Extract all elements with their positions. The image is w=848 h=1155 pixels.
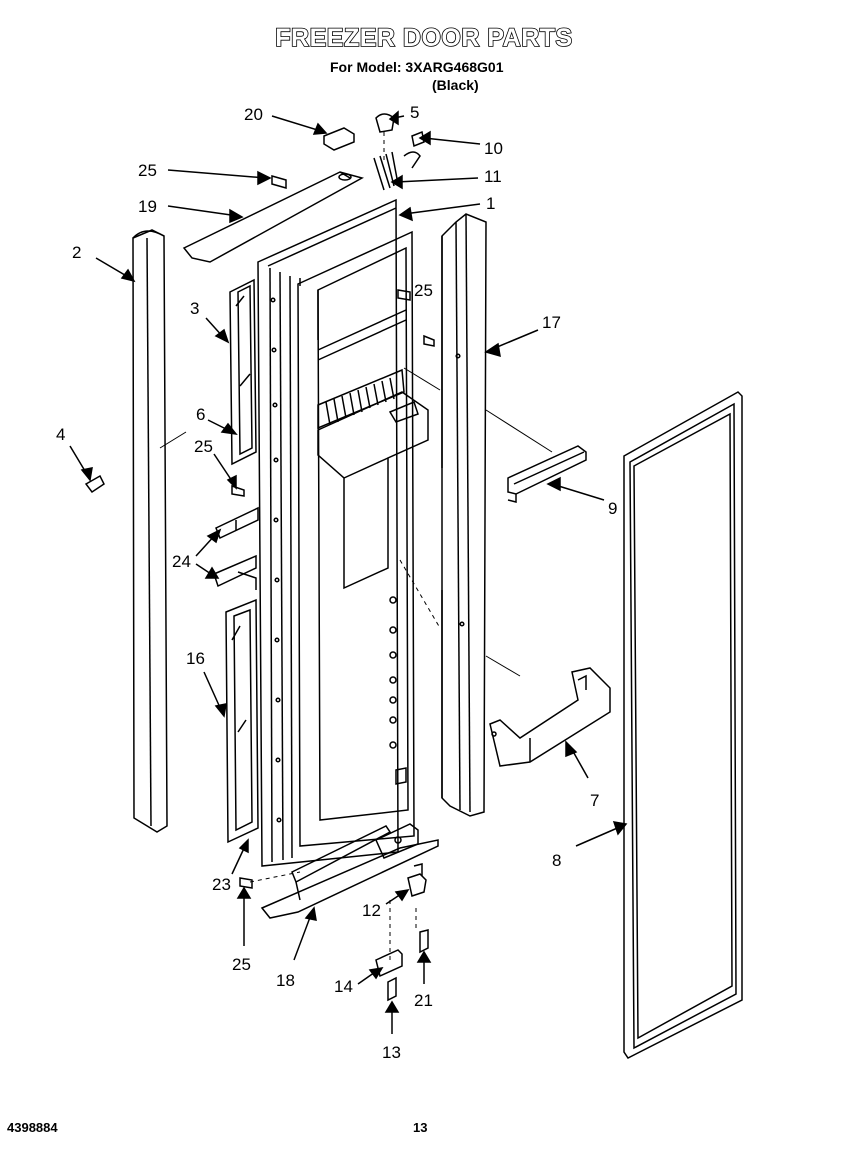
page-number: 13 (413, 1120, 428, 1135)
part-door-panel (257, 198, 429, 867)
callout-9: 9 (608, 499, 617, 518)
model-line: For Model: 3XARG468G01 (330, 59, 504, 75)
part-top-cap (182, 171, 364, 263)
callout-4: 4 (56, 425, 65, 444)
part-top-hardware (323, 113, 425, 191)
callout-12: 12 (362, 901, 381, 920)
callout-labels: 20 5 10 11 25 19 1 2 25 17 3 6 25 4 9 24… (56, 103, 617, 1062)
callout-21: 21 (414, 991, 433, 1010)
part-hinge-hardware (375, 863, 429, 1002)
callout-18: 18 (276, 971, 295, 990)
model-variant: (Black) (432, 77, 479, 93)
part-door-gasket (623, 391, 743, 1059)
callout-14: 14 (334, 977, 353, 996)
callout-1: 1 (486, 194, 495, 213)
callout-3: 3 (190, 299, 199, 318)
part-lower-glass (225, 598, 259, 844)
document-number: 4398884 (7, 1120, 58, 1135)
callout-10: 10 (484, 139, 503, 158)
callout-13: 13 (382, 1043, 401, 1062)
callout-25-bottom: 25 (232, 955, 251, 974)
alignment-lines (249, 132, 441, 960)
callout-17: 17 (542, 313, 561, 332)
callout-19: 19 (138, 197, 157, 216)
part-right-trim (441, 213, 487, 817)
part-left-trim (132, 229, 168, 833)
callout-6: 6 (196, 405, 205, 424)
explode-lines (159, 367, 553, 677)
leader-lines (69, 110, 628, 1034)
callout-24: 24 (172, 552, 191, 571)
callout-25-upper-right: 25 (414, 281, 433, 300)
part-upper-glass (229, 278, 257, 466)
callout-5: 5 (410, 103, 419, 122)
callout-11: 11 (484, 167, 502, 186)
page-title: FREEZER DOOR PARTS (274, 23, 573, 53)
callout-7: 7 (590, 791, 599, 810)
callout-23: 23 (212, 875, 231, 894)
part-shelf-rail (507, 445, 587, 503)
callout-20: 20 (244, 105, 263, 124)
screw-icons (84, 175, 435, 889)
part-brackets (213, 506, 259, 590)
callout-16: 16 (186, 649, 205, 668)
callout-25-mid: 25 (194, 437, 213, 456)
callout-8: 8 (552, 851, 561, 870)
callout-2: 2 (72, 243, 81, 262)
part-bottom-bracket (260, 823, 439, 919)
callout-25-top: 25 (138, 161, 157, 180)
part-door-bin (489, 667, 611, 767)
